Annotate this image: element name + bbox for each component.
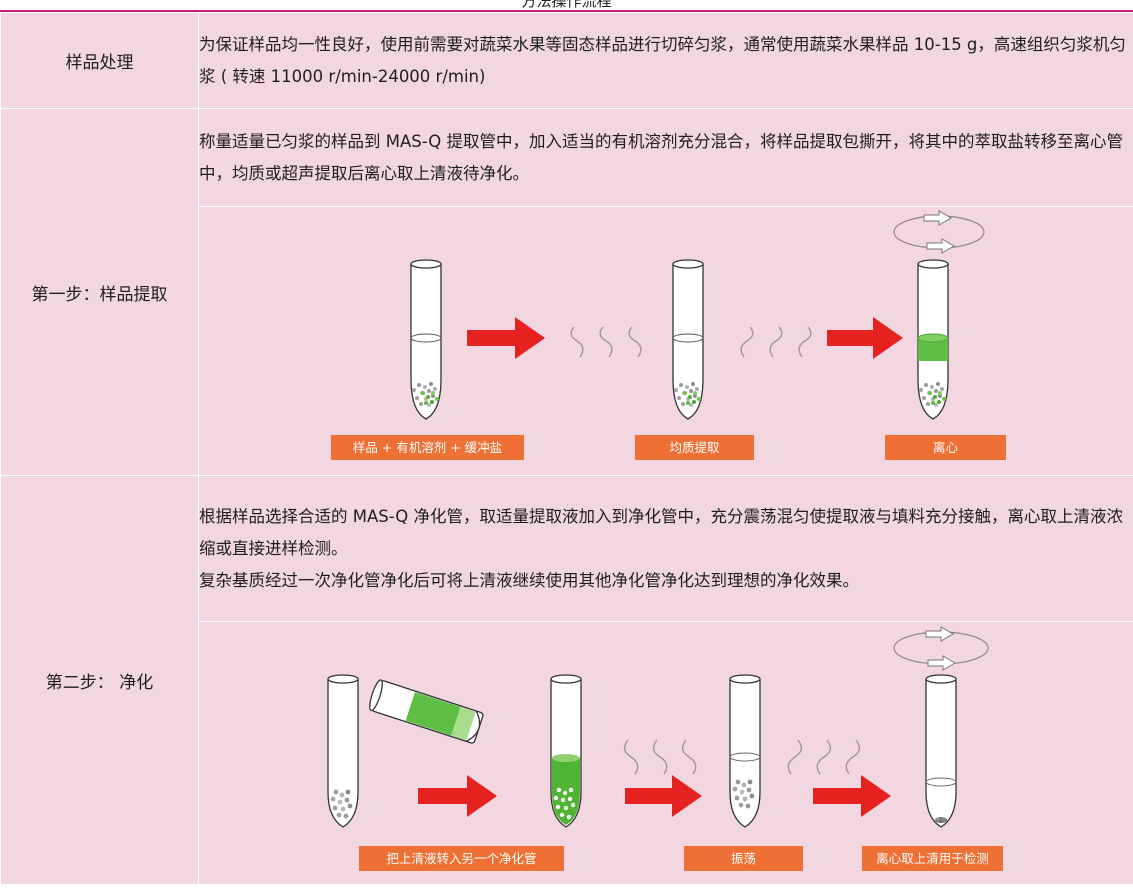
row-description: 为保证样品均一性良好，使用前需要对蔬菜水果等固态样品进行切碎匀浆，通常使用蔬菜水… xyxy=(198,12,1133,109)
step2-tag-centrifuge-detect: 离心取上清用于检测 xyxy=(862,846,1003,871)
step1-tag-sample-solvent-salt: 样品 + 有机溶剂 + 缓冲盐 xyxy=(331,435,524,460)
tilted-tube-icon xyxy=(369,679,484,744)
arrow-right-icon xyxy=(813,775,891,817)
wave-icon xyxy=(740,326,812,358)
arrow-right-icon xyxy=(625,775,702,817)
step1-illustration: 样品 + 有机溶剂 + 缓冲盐 均质提取 离心 xyxy=(198,206,1133,476)
step1-tag-centrifuge: 离心 xyxy=(885,435,1006,460)
wave-icon xyxy=(570,326,642,358)
row-label: 样品处理 xyxy=(0,12,199,109)
row-label: 第二步： 净化 xyxy=(0,475,199,885)
tube-icon xyxy=(729,674,761,828)
arrow-right-icon xyxy=(418,775,497,817)
step2-tag-transfer-supernatant: 把上清液转入另一个净化管 xyxy=(359,846,564,871)
tube-icon xyxy=(410,259,442,420)
tube-icon xyxy=(327,674,359,828)
step1-tag-homogenize: 均质提取 xyxy=(635,435,754,460)
row-description: 根据样品选择合适的 MAS-Q 净化管，取适量提取液加入到净化管中，充分震荡混匀… xyxy=(198,475,1133,622)
step1-diagram xyxy=(410,210,985,420)
step2-diagram xyxy=(327,626,989,828)
row-label: 第一步：样品提取 xyxy=(0,108,199,476)
tube-icon xyxy=(550,674,582,828)
step2-tag-shake: 振荡 xyxy=(684,846,803,871)
tube-icon xyxy=(925,674,957,828)
row-step2-text: 第二步： 净化 根据样品选择合适的 MAS-Q 净化管，取适量提取液加入到净化管… xyxy=(0,475,1133,885)
rotation-icon xyxy=(893,626,989,671)
title-rule xyxy=(0,10,1133,12)
page-title: 方法操作流程 xyxy=(521,0,612,10)
row-step1-illustration: 样品 + 有机溶剂 + 缓冲盐 均质提取 离心 xyxy=(1,206,1133,476)
step2-illustration: 把上清液转入另一个净化管 振荡 离心取上清用于检测 xyxy=(198,621,1133,885)
wave-icon xyxy=(623,739,697,775)
arrow-right-icon xyxy=(467,317,545,359)
rotation-icon xyxy=(893,210,985,254)
row-sample-treatment: 样品处理 为保证样品均一性良好，使用前需要对蔬菜水果等固态样品进行切碎匀浆，通常… xyxy=(0,12,1133,109)
wave-icon xyxy=(787,739,861,775)
row-step2-illustration: 把上清液转入另一个净化管 振荡 离心取上清用于检测 xyxy=(1,621,1133,885)
arrow-right-icon xyxy=(827,317,903,359)
procedure-table: 样品处理 为保证样品均一性良好，使用前需要对蔬菜水果等固态样品进行切碎匀浆，通常… xyxy=(0,12,1133,885)
row-description: 称量适量已匀浆的样品到 MAS-Q 提取管中，加入适当的有机溶剂充分混合，将样品… xyxy=(198,108,1133,207)
tube-icon xyxy=(672,259,704,420)
row-step1-text: 第一步：样品提取 称量适量已匀浆的样品到 MAS-Q 提取管中，加入适当的有机溶… xyxy=(0,108,1133,476)
tube-icon xyxy=(917,259,949,420)
